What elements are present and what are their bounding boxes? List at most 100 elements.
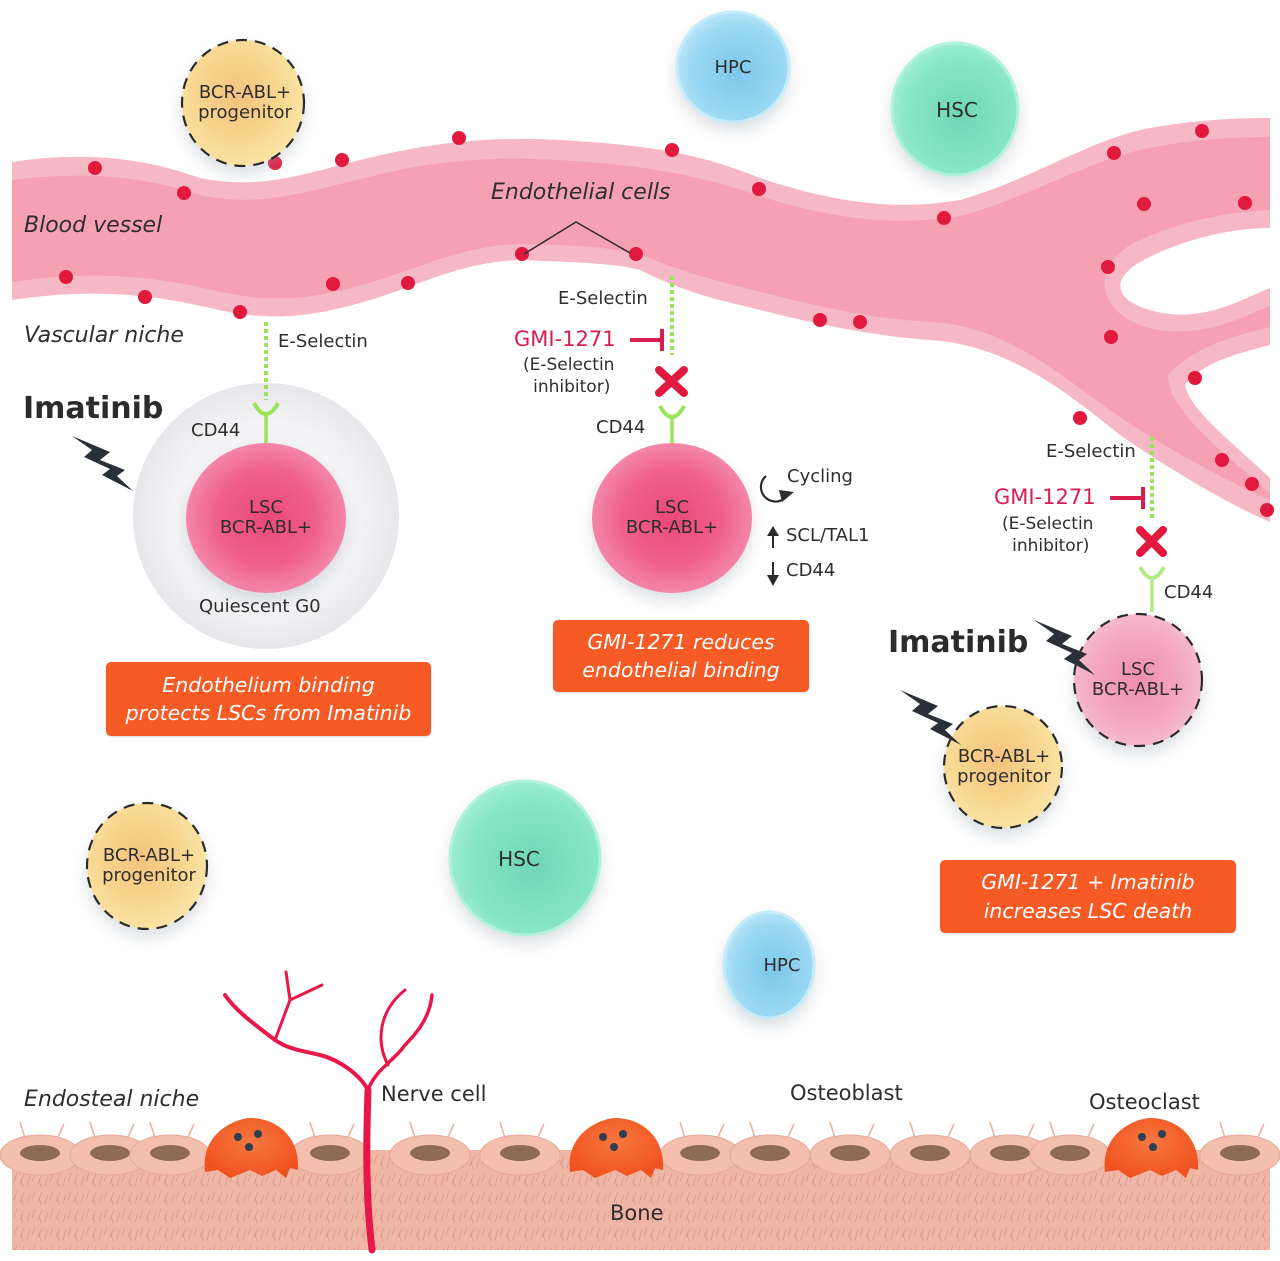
osteoclast-cell: [569, 1118, 664, 1178]
osteoblast-cell: [1199, 1121, 1280, 1176]
arrow-down-icon: [767, 562, 779, 586]
osteoclast-label: Osteoclast: [1089, 1090, 1200, 1114]
inhibitor-note-middle: (E-Selectin inhibitor): [523, 355, 615, 398]
endosteal-niche-label: Endosteal niche: [24, 1087, 200, 1112]
progenitor-top-label: BCR-ABL+ progenitor: [198, 81, 292, 123]
endothelial-pointer: [523, 221, 631, 255]
endothelial-nucleus: [1101, 260, 1115, 274]
osteoblast-cell: [289, 1121, 371, 1176]
bone-label: Bone: [610, 1201, 664, 1225]
lsc-left-label: LSC BCR-ABL+: [219, 496, 313, 538]
imatinib-right-label: Imatinib: [888, 625, 1029, 660]
endothelial-nucleus: [401, 276, 415, 290]
endothelial-nucleus: [1215, 453, 1229, 467]
lightning-bolt-icon: [72, 436, 133, 491]
endothelial-nucleus: [88, 161, 102, 175]
osteoblast-cell: [69, 1121, 151, 1176]
osteoblast-cell: [479, 1121, 561, 1176]
blood-vessel-label: Blood vessel: [24, 213, 163, 238]
progenitor-cell-bottom: [85, 801, 209, 931]
x-mark-icon: [1136, 526, 1167, 557]
vessel-lumen: [12, 137, 1270, 500]
endothelial-nucleus: [233, 305, 247, 319]
osteoblast-cell: [129, 1121, 211, 1176]
cd44-down-label: CD44: [786, 560, 836, 581]
blood-vessel: [12, 118, 1270, 522]
cd44-middle-label: CD44: [596, 417, 646, 438]
osteoblast-layer: [0, 1121, 1280, 1176]
hsc-bottom-label: HSC: [498, 846, 540, 871]
quiescent-label: Quiescent G0: [199, 596, 321, 617]
progenitor-bottom-label: BCR-ABL+ progenitor: [102, 844, 196, 886]
endothelial-nucleus: [515, 247, 529, 261]
e-selectin-middle-label: E-Selectin: [558, 288, 648, 309]
endothelial-nucleus: [59, 270, 73, 284]
osteoblast-label: Osteoblast: [790, 1081, 903, 1105]
cd44-receptor-right: [1138, 565, 1166, 580]
cd44-receptor-left: [252, 401, 280, 416]
lsc-cell-middle: [592, 443, 752, 593]
hpc-top-label: HPC: [714, 56, 752, 78]
scl-tal1-label: SCL/TAL1: [786, 525, 870, 546]
endothelial-nucleus: [1107, 146, 1121, 160]
cd44-left-label: CD44: [191, 420, 241, 441]
endothelial-nucleus: [326, 277, 340, 291]
osteoblast-cell: [729, 1121, 811, 1176]
arrow-up-icon: [767, 526, 779, 548]
hsc-cell-bottom: [448, 779, 602, 937]
summary-box-middle: GMI-1271 reduces endothelial binding: [553, 620, 809, 692]
endothelial-nucleus: [1238, 196, 1252, 210]
hpc-bottom-label: HPC: [763, 954, 801, 976]
osteoblast-cell: [1029, 1121, 1111, 1176]
cd44-receptor-middle: [658, 404, 686, 419]
osteoblast-cell: [0, 1121, 81, 1176]
endothelial-nucleus: [1137, 197, 1151, 211]
progenitor-cell-top: [180, 38, 306, 168]
hsc-top-label: HSC: [936, 97, 978, 122]
endothelial-nucleus: [335, 153, 349, 167]
endothelial-nucleus: [752, 182, 766, 196]
nerve-cell: [223, 970, 434, 1254]
cycle-arrow-icon: [759, 475, 794, 503]
endothelial-nucleus: [853, 315, 867, 329]
osteoblast-cell: [389, 1121, 471, 1176]
osteoclast-cell: [204, 1118, 299, 1178]
inhibition-bar-icon: [1110, 487, 1145, 509]
middle-lsc-group: [592, 276, 794, 593]
endothelial-nucleus: [1195, 124, 1209, 138]
endothelial-cells-label: Endothelial cells: [491, 180, 671, 205]
e-selectin-right-label: E-Selectin: [1046, 441, 1136, 462]
cd44-right-label: CD44: [1164, 582, 1214, 603]
right-lsc-group: [942, 437, 1204, 830]
endothelial-nucleus: [665, 143, 679, 157]
left-lsc-group: [133, 322, 399, 649]
gmi-1271-middle-label: GMI-1271: [514, 327, 616, 351]
hsc-cell-top: [890, 41, 1020, 177]
summary-box-right: GMI-1271 + Imatinib increases LSC death: [940, 860, 1236, 933]
nerve-cell-label: Nerve cell: [381, 1082, 487, 1106]
imatinib-left-label: Imatinib: [23, 391, 164, 426]
lsc-cell-right: [1072, 612, 1204, 748]
progenitor-cell-right: [942, 704, 1064, 830]
summary-box-left: Endothelium binding protects LSCs from I…: [106, 662, 431, 736]
osteoblast-cell: [809, 1121, 891, 1176]
endothelial-nucleus: [813, 313, 827, 327]
endothelial-nucleus: [138, 290, 152, 304]
inhibition-bar-icon: [630, 329, 664, 351]
osteoblast-cell: [889, 1121, 971, 1176]
endothelial-nucleus: [1188, 371, 1202, 385]
e-selectin-left-label: E-Selectin: [278, 331, 368, 352]
progenitor-right-label: BCR-ABL+ progenitor: [957, 745, 1051, 787]
lightning-bolt-icon: [1034, 620, 1095, 675]
osteoblast-cell: [659, 1121, 741, 1176]
gmi-1271-right-label: GMI-1271: [994, 485, 1096, 509]
endothelial-nucleus: [937, 211, 951, 225]
endothelial-nucleus: [1073, 411, 1087, 425]
lsc-cell-left: [186, 443, 346, 593]
endothelial-nucleus: [629, 247, 643, 261]
endothelial-nucleus: [1245, 477, 1259, 491]
lsc-middle-label: LSC BCR-ABL+: [625, 496, 719, 538]
lightning-bolt-icon: [900, 690, 961, 745]
